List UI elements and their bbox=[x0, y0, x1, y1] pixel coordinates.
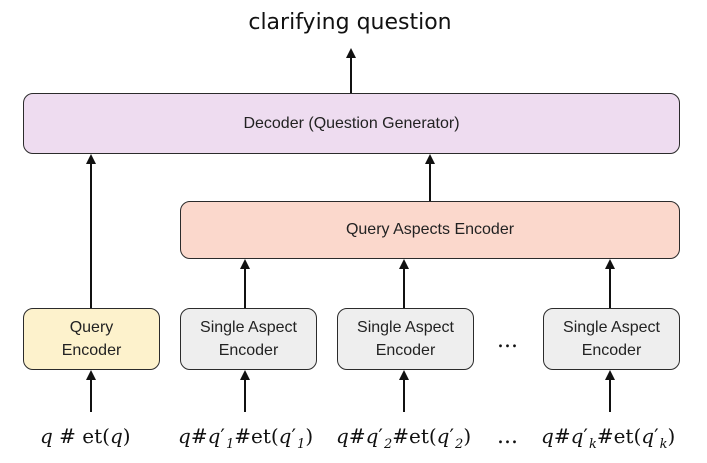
output-label: clarifying question bbox=[248, 10, 452, 35]
decoder-box: Decoder (Question Generator) bbox=[23, 93, 680, 154]
query-encoder-label-line1: Query bbox=[69, 318, 114, 336]
query-encoder-box: Query Encoder bbox=[23, 308, 160, 370]
single-aspect-encoder-box: Single Aspect Encoder bbox=[337, 308, 474, 370]
input-aspect-1: q#q′1#et(q′1) bbox=[178, 424, 314, 452]
input-query: q # et(q) bbox=[40, 424, 131, 448]
input-ellipsis: ... bbox=[497, 424, 518, 449]
single-aspect-encoder-box: Single Aspect Encoder bbox=[543, 308, 680, 370]
decoder-label: Decoder (Question Generator) bbox=[243, 114, 460, 132]
single-aspect-encoder-label-line2: Encoder bbox=[375, 342, 436, 359]
single-aspect-encoder-label-line2: Encoder bbox=[581, 342, 642, 359]
query-encoder-label-line2: Encoder bbox=[61, 342, 122, 359]
encoder-ellipsis: ... bbox=[497, 328, 518, 353]
single-aspect-encoder-label-line1: Single Aspect bbox=[200, 318, 297, 336]
single-aspect-encoder-box: Single Aspect Encoder bbox=[180, 308, 317, 370]
single-aspect-encoder-label-line2: Encoder bbox=[218, 342, 279, 359]
input-aspect-k: q#q′k#et(q′k) bbox=[541, 424, 676, 452]
query-aspects-encoder-label: Query Aspects Encoder bbox=[345, 221, 515, 239]
single-aspect-encoder-label-line1: Single Aspect bbox=[563, 318, 660, 336]
single-aspect-encoder-label-line1: Single Aspect bbox=[357, 318, 454, 336]
input-aspect-2: q#q′2#et(q′2) bbox=[336, 424, 472, 452]
query-aspects-encoder-box: Query Aspects Encoder bbox=[180, 201, 680, 259]
